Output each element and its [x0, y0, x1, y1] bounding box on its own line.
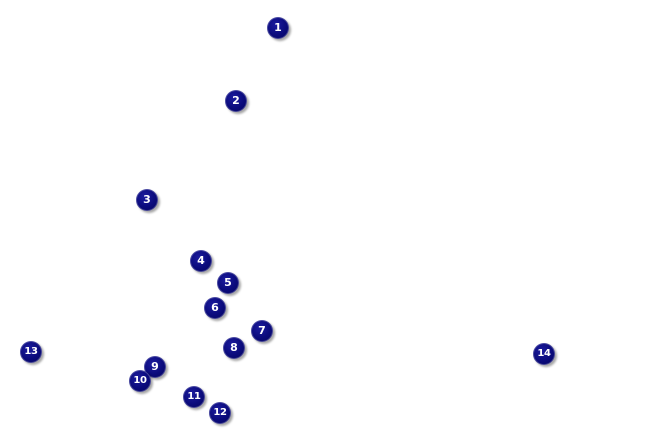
map-marker-10[interactable]: 10	[129, 370, 151, 392]
map-marker-9[interactable]: 9	[144, 356, 166, 378]
map-marker-5[interactable]: 5	[217, 272, 239, 294]
map-marker-2[interactable]: 2	[225, 90, 247, 112]
map-marker-12[interactable]: 12	[209, 402, 231, 424]
map-marker-11[interactable]: 11	[183, 386, 205, 408]
map-marker-1[interactable]: 1	[267, 17, 289, 39]
map-marker-8[interactable]: 8	[223, 337, 245, 359]
map-marker-7[interactable]: 7	[251, 320, 273, 342]
map-marker-13[interactable]: 13	[20, 341, 42, 363]
map-marker-14[interactable]: 14	[533, 343, 555, 365]
map-marker-6[interactable]: 6	[204, 297, 226, 319]
map-marker-4[interactable]: 4	[190, 250, 212, 272]
map-marker-3[interactable]: 3	[136, 189, 158, 211]
